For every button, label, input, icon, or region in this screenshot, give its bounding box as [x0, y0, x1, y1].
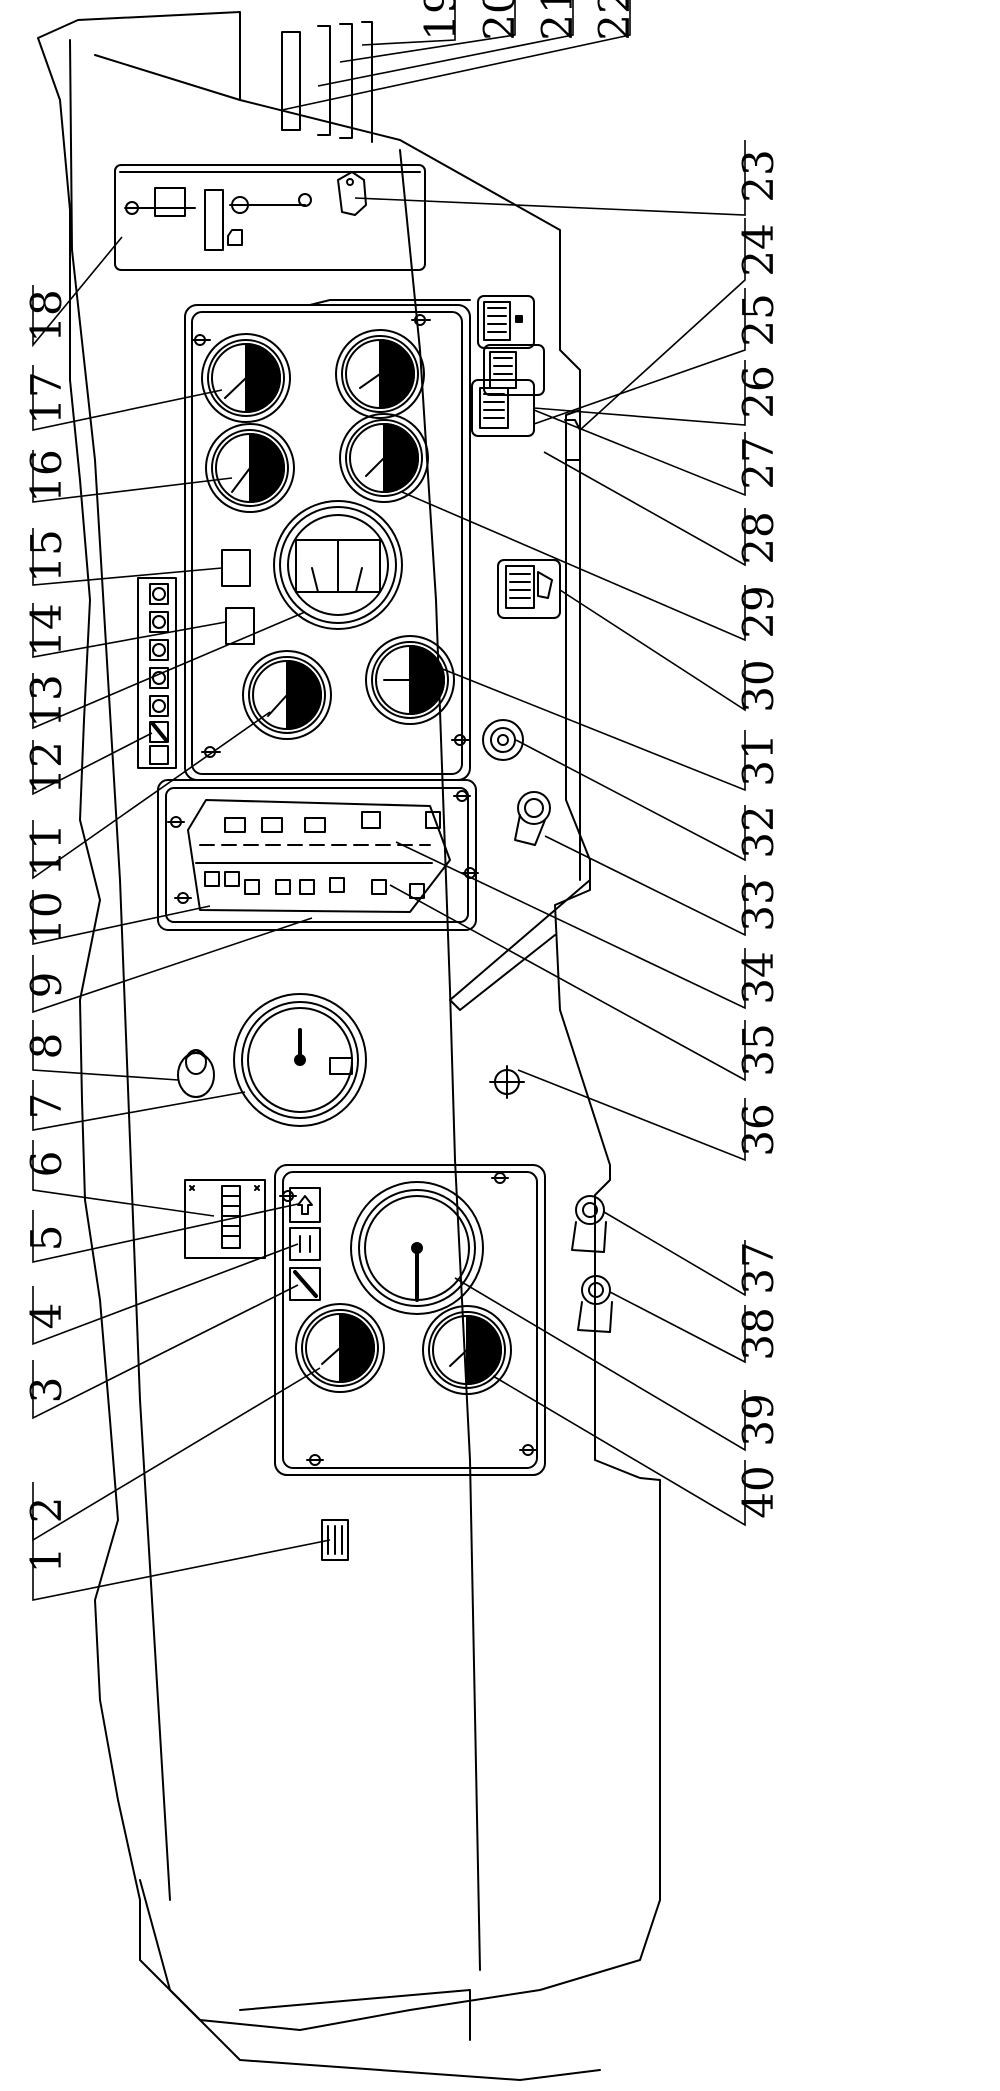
callout-number-37: 37 [734, 1241, 783, 1294]
callout-number-16: 16 [22, 449, 71, 502]
indicator-1 [322, 1520, 348, 1560]
gauge-2 [296, 1304, 384, 1392]
callout-number-24: 24 [734, 223, 783, 276]
callout-number-4: 4 [22, 1303, 71, 1330]
callout-number-7: 7 [22, 1093, 71, 1120]
callout-number-23: 23 [734, 149, 783, 202]
hour-meter-6 [185, 1180, 265, 1258]
callout-number-26: 26 [734, 365, 783, 418]
knob-37 [572, 1196, 606, 1252]
callout-number-5: 5 [22, 1225, 71, 1252]
callout-number-38: 38 [734, 1307, 783, 1360]
dashboard-outline [38, 12, 660, 2030]
switch-box [115, 165, 425, 270]
fuse-panel [158, 780, 478, 930]
lower-gauge-panel [275, 1165, 545, 1475]
callout-number-39: 39 [734, 1393, 783, 1446]
callout-number-12: 12 [22, 741, 71, 794]
indicator-15 [222, 550, 250, 586]
gauge-17 [202, 334, 290, 422]
rocker-switch-30 [498, 560, 560, 618]
callout-number-20: 20 [475, 0, 524, 41]
callout-number-13: 13 [22, 674, 71, 727]
gauge-11 [243, 651, 331, 739]
callout-number-17: 17 [22, 371, 71, 424]
callout-number-19: 19 [416, 0, 465, 41]
callout-number-15: 15 [22, 529, 71, 582]
callout-number-9: 9 [22, 972, 71, 999]
callout-number-28: 28 [734, 511, 783, 564]
callout-number-30: 30 [734, 659, 783, 712]
callout-number-11: 11 [22, 823, 71, 876]
callout-number-2: 2 [22, 1497, 71, 1524]
rocker-switch-27 [478, 296, 534, 348]
dashboard-left-inner [70, 40, 170, 1900]
cable-bundle [282, 22, 372, 142]
callout-number-25: 25 [734, 293, 783, 346]
callout-number-22: 22 [590, 0, 639, 41]
callout-number-36: 36 [734, 1103, 783, 1156]
switch-strip [138, 578, 176, 768]
gauge-31 [366, 636, 454, 724]
callout-number-40: 40 [734, 1465, 783, 1518]
gauge-16 [206, 424, 294, 512]
element-36 [490, 1066, 524, 1098]
callout-number-1: 1 [22, 1547, 71, 1574]
callout-number-8: 8 [22, 1033, 71, 1060]
callout-number-14: 14 [22, 603, 71, 656]
gauge-40 [423, 1306, 511, 1394]
callout-number-21: 21 [533, 0, 582, 41]
dashboard-right-inner [400, 150, 480, 1970]
callout-number-34: 34 [734, 951, 783, 1004]
gauge-upper-right [336, 330, 424, 418]
indicator-3 [290, 1268, 320, 1300]
callout-number-3: 3 [22, 1377, 71, 1404]
dashboard-break-line [450, 880, 590, 1010]
dashboard-lower-edge [140, 1880, 600, 2080]
gauge-7-large [234, 994, 366, 1126]
knob-38 [578, 1276, 612, 1332]
callout-number-29: 29 [734, 585, 783, 638]
gauge-39-large [351, 1182, 483, 1314]
dashboard-floor-line [240, 1990, 470, 2040]
gauge-29 [340, 414, 428, 502]
callout-number-6: 6 [22, 1151, 71, 1178]
indicator-4 [290, 1228, 320, 1260]
knob-8 [178, 1050, 214, 1097]
indicator-14 [226, 608, 254, 644]
element-23-socket [338, 172, 366, 215]
callout-number-27: 27 [734, 436, 783, 489]
callout-number-33: 33 [734, 878, 783, 931]
callout-number-10: 10 [22, 891, 71, 944]
knob-33 [515, 792, 550, 845]
gauge-13-large [274, 501, 402, 629]
callout-number-31: 31 [734, 733, 783, 786]
rocker-switch-28 [484, 345, 544, 395]
callout-number-32: 32 [734, 805, 783, 858]
knob-32 [483, 720, 523, 760]
dashboard-top-edge [95, 55, 240, 100]
callout-number-35: 35 [734, 1023, 783, 1076]
callout-number-18: 18 [22, 289, 71, 342]
